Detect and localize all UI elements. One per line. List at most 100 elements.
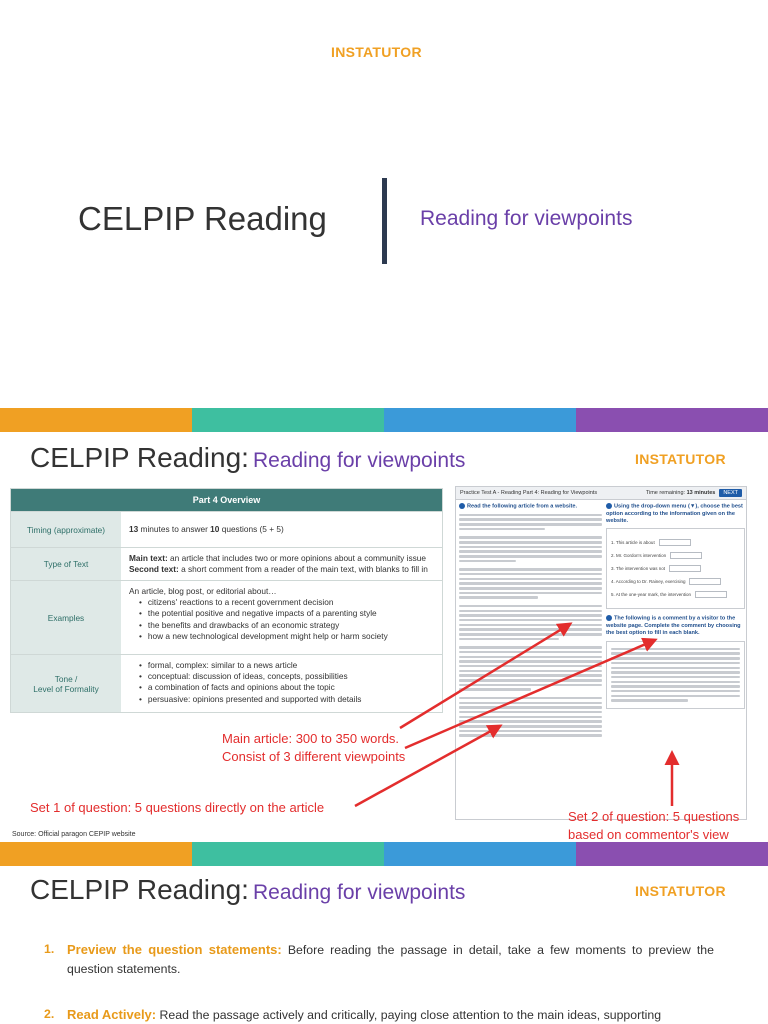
answer-dropdown[interactable] bbox=[668, 565, 701, 573]
answer-dropdown[interactable] bbox=[689, 578, 722, 586]
practice-header: Practice Test A - Reading Part 4: Readin… bbox=[456, 487, 746, 500]
tip-text: Read the passage actively and critically… bbox=[156, 1008, 662, 1023]
brand-logo: INSTATUTOR bbox=[635, 451, 726, 467]
info-icon bbox=[459, 503, 465, 509]
list-item: how a new technological development migh… bbox=[148, 631, 434, 642]
timing-questions: 10 bbox=[210, 523, 220, 534]
second-text-label: Second text: bbox=[129, 564, 179, 575]
tips-list: 1. Preview the question statements: Befo… bbox=[44, 940, 714, 1024]
examples-intro: An article, blog post, or editorial abou… bbox=[129, 586, 277, 596]
list-item: persuasive: opinions presented and suppo… bbox=[148, 694, 434, 705]
info-icon bbox=[606, 615, 612, 622]
tip-text: Before reading the passage in detail, ta… bbox=[67, 943, 714, 977]
slide-heading: CELPIP Reading:Reading for viewpoints bbox=[30, 874, 465, 906]
stripe-segment bbox=[384, 842, 576, 866]
answer-dropdown[interactable] bbox=[695, 591, 728, 599]
table-row-timing: Timing (approximate) 13 minutes to answe… bbox=[11, 511, 442, 547]
tone-list: formal, complex: similar to a news artic… bbox=[129, 660, 434, 705]
slide-title: CELPIP Reading: bbox=[30, 442, 249, 473]
slide-subtitle: Reading for viewpoints bbox=[252, 449, 466, 472]
main-text-label: Main text: bbox=[129, 553, 168, 563]
question-set-1: 1. This article is about 2. Mr. Gordon's… bbox=[606, 528, 745, 610]
annotation-line: Main article: 300 to 350 words. bbox=[222, 731, 400, 746]
tip-lead: Preview the question statements: bbox=[67, 942, 282, 957]
article-paragraph bbox=[459, 513, 602, 531]
slide-subtitle: Reading for viewpoints bbox=[252, 881, 466, 904]
next-button[interactable]: NEXT bbox=[719, 489, 742, 497]
title-slide: INSTATUTOR CELPIP Reading Reading for vi… bbox=[0, 0, 768, 408]
overview-slide: CELPIP Reading:Reading for viewpoints IN… bbox=[0, 408, 768, 842]
article-paragraph bbox=[459, 568, 602, 599]
comment-box bbox=[606, 640, 745, 709]
list-item: 1. Preview the question statements: Befo… bbox=[44, 940, 714, 979]
questions-instruction: Using the drop-down menu (▼), choose the… bbox=[606, 503, 745, 525]
tip-number: 2. bbox=[44, 1007, 55, 1022]
annotation-line: Consist of 3 different viewpoints bbox=[222, 748, 406, 764]
brand-logo: INSTATUTOR bbox=[635, 883, 726, 899]
question-text: 3. The intervention was not bbox=[611, 566, 665, 572]
arrow-viewpoints bbox=[404, 637, 658, 750]
slide-subtitle: Reading for viewpoints bbox=[420, 207, 633, 230]
article-instruction: Read the following article from a websit… bbox=[459, 503, 602, 511]
list-item: a combination of facts and opinions abou… bbox=[148, 682, 434, 693]
instruction-text: Read the following article from a websit… bbox=[467, 503, 578, 510]
row-label-line: Tone / bbox=[54, 673, 78, 684]
table-row-type-of-text: Type of Text Main text: an article that … bbox=[11, 547, 442, 580]
table-header: Part 4 Overview bbox=[11, 489, 442, 511]
question-item: 4. According to Dr. Rainey, exercising bbox=[611, 578, 740, 586]
color-stripe-top bbox=[0, 408, 768, 432]
comment-instruction: The following is a comment by a visitor … bbox=[606, 615, 745, 637]
annotation-set1: Set 1 of question: 5 questions directly … bbox=[30, 800, 325, 815]
slide-title: CELPIP Reading bbox=[78, 200, 327, 237]
tips-slide: CELPIP Reading:Reading for viewpoints IN… bbox=[0, 842, 768, 1024]
question-item: 2. Mr. Gordon's intervention bbox=[611, 552, 740, 560]
row-label: Type of Text bbox=[11, 548, 121, 580]
stripe-segment bbox=[192, 408, 384, 432]
practice-test-screenshot: Practice Test A - Reading Part 4: Readin… bbox=[455, 486, 747, 820]
arrow-main-article bbox=[399, 622, 573, 730]
question-item: 3. The intervention was not bbox=[611, 565, 740, 573]
row-value: formal, complex: similar to a news artic… bbox=[121, 655, 442, 712]
timing-minutes: 13 bbox=[129, 523, 139, 534]
annotation-set2: Set 2 of question: 5 questions based on … bbox=[568, 808, 739, 842]
row-value: 13 minutes to answer 10 questions (5 + 5… bbox=[121, 512, 442, 547]
tip-number: 1. bbox=[44, 942, 55, 956]
questions-panel: Using the drop-down menu (▼), choose the… bbox=[606, 503, 745, 817]
time-value: 13 minutes bbox=[686, 490, 716, 496]
info-icon bbox=[606, 503, 612, 509]
title-divider bbox=[382, 178, 387, 264]
practice-title: Practice Test A - Reading Part 4: Readin… bbox=[460, 490, 598, 496]
examples-list: citizens' reactions to a recent governme… bbox=[129, 597, 434, 642]
list-item: the potential positive and negative impa… bbox=[148, 608, 434, 619]
main-text-desc: an article that includes two or more opi… bbox=[167, 553, 426, 563]
list-item: formal, complex: similar to a news artic… bbox=[148, 660, 434, 671]
tip-lead: Read Actively: bbox=[67, 1007, 157, 1023]
brand-logo: INSTATUTOR bbox=[331, 44, 422, 60]
answer-dropdown[interactable] bbox=[658, 539, 691, 547]
stripe-segment bbox=[0, 842, 192, 866]
question-item: 1. This article is about bbox=[611, 539, 740, 547]
row-label-line: Level of Formality bbox=[33, 683, 99, 694]
annotation-line: based on commentor's view bbox=[568, 826, 729, 842]
table-row-tone: Tone / Level of Formality formal, comple… bbox=[11, 654, 442, 712]
question-text: 1. This article is about bbox=[611, 540, 655, 546]
question-text: 5. At the one-year mark, the interventio… bbox=[611, 592, 692, 598]
stripe-segment bbox=[192, 842, 384, 866]
stripe-segment bbox=[384, 408, 576, 432]
color-stripe-top bbox=[0, 842, 768, 866]
answer-dropdown[interactable] bbox=[670, 552, 703, 560]
question-text: 4. According to Dr. Rainey, exercising bbox=[611, 579, 686, 585]
stripe-segment bbox=[576, 842, 768, 866]
slide-heading: CELPIP Reading:Reading for viewpoints bbox=[30, 442, 465, 474]
instruction-text: Using the drop-down menu (▼), choose the… bbox=[606, 503, 743, 525]
stripe-segment bbox=[0, 408, 192, 432]
list-item: 2. Read Actively: Read the passage activ… bbox=[44, 1005, 714, 1024]
part4-overview-table: Part 4 Overview Timing (approximate) 13 … bbox=[10, 488, 443, 713]
article-paragraph bbox=[459, 536, 602, 563]
row-label: Examples bbox=[11, 581, 121, 654]
timing-text: minutes to answer bbox=[138, 523, 211, 534]
second-text-desc: a short comment from a reader of the mai… bbox=[178, 564, 428, 575]
table-row-examples: Examples An article, blog post, or edito… bbox=[11, 580, 442, 654]
article-paragraph bbox=[459, 696, 602, 737]
stripe-segment bbox=[576, 408, 768, 432]
